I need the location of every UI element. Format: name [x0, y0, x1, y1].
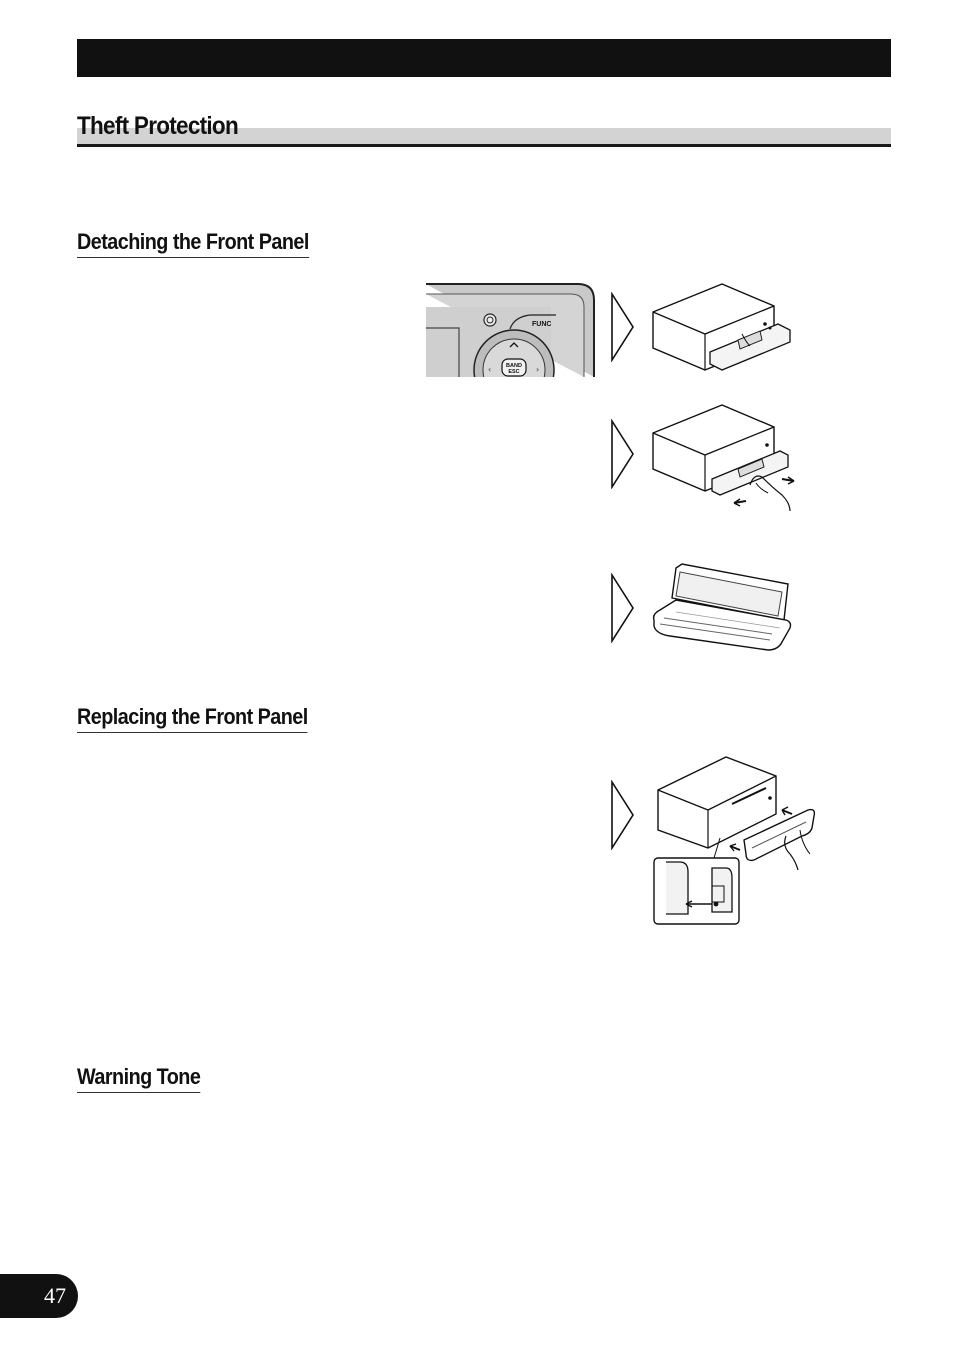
section-title-block: Theft Protection — [77, 110, 891, 147]
section-title-rule — [77, 144, 891, 147]
section-title-band — [77, 128, 891, 144]
panel-replace-figure — [653, 756, 816, 925]
svg-text:‹: ‹ — [488, 365, 491, 374]
esc-button-label: ESC — [508, 369, 519, 375]
header-bar — [77, 39, 891, 77]
page-number-badge — [0, 1274, 78, 1318]
front-panel-closeup-figure: FUNC ‹ › BAND ESC — [426, 283, 595, 377]
heading-warning-tone: Warning Tone — [77, 1063, 201, 1093]
svg-text:›: › — [536, 365, 539, 374]
heading-detaching-front-panel: Detaching the Front Panel — [77, 228, 309, 258]
panel-removal-figure — [652, 404, 795, 512]
step-arrow-icon — [611, 292, 634, 362]
protective-case-figure — [652, 563, 792, 651]
band-button-label: BAND — [506, 363, 522, 369]
page-number: 47 — [44, 1283, 66, 1308]
section-title: Theft Protection — [77, 112, 239, 140]
step-arrow-icon — [611, 780, 634, 850]
step-arrow-icon — [611, 573, 634, 643]
func-button-label: FUNC — [532, 321, 551, 328]
step-arrow-icon — [611, 419, 634, 489]
heading-replacing-front-panel: Replacing the Front Panel — [77, 703, 308, 733]
panel-open-figure — [652, 283, 791, 371]
